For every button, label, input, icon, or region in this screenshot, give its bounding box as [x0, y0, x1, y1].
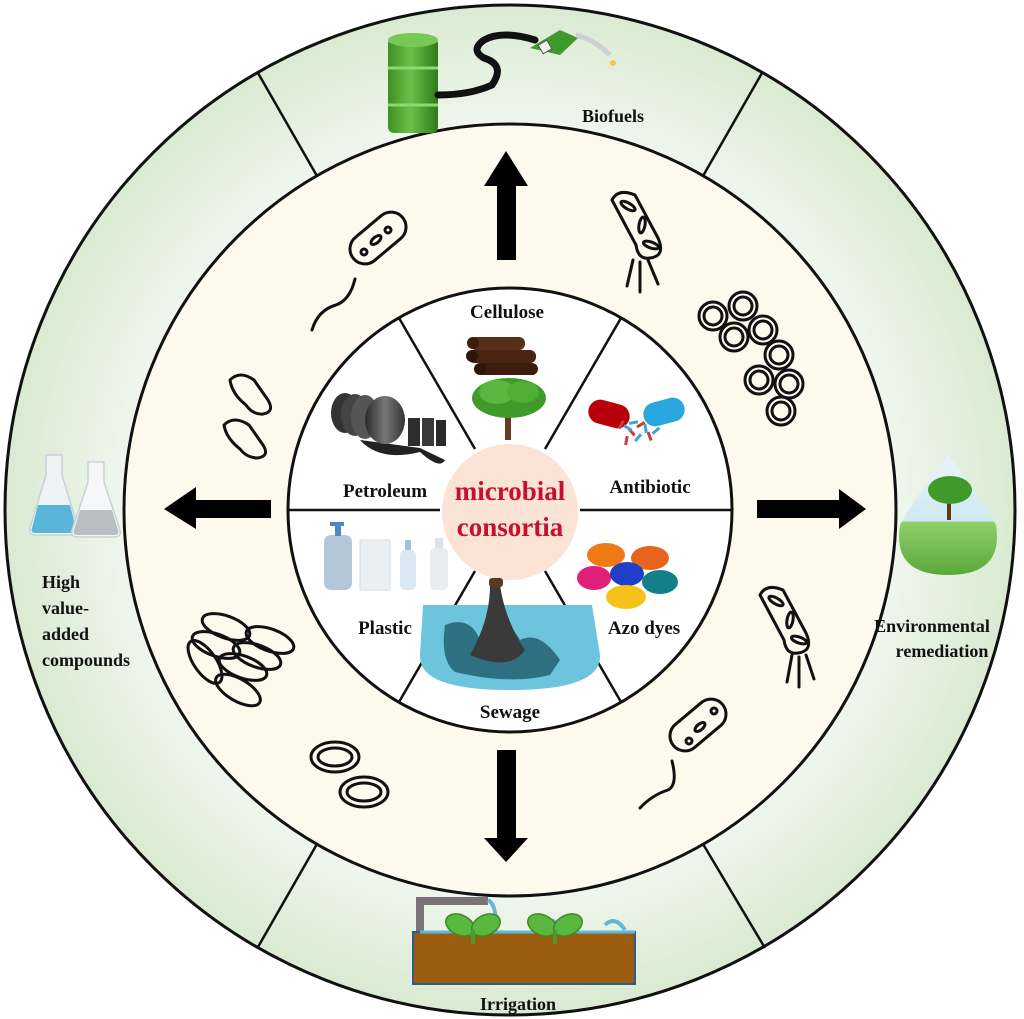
label-azo-dyes: Azo dyes	[608, 618, 680, 639]
label-compounds-line4: compounds	[42, 650, 130, 670]
divider-top-right	[701, 72, 764, 177]
application-biofuels: Biofuels	[388, 30, 644, 133]
divider-bottom-left	[256, 843, 319, 948]
divider-bottom-right	[701, 843, 767, 949]
label-antibiotic: Antibiotic	[609, 477, 690, 498]
outer-ring-dividers	[256, 72, 767, 949]
vibrio-bacteria-icon	[222, 373, 273, 460]
oval-bacteria-cluster-icon	[186, 612, 296, 708]
sector-plastic: Plastic	[324, 522, 448, 639]
application-irrigation: Irrigation	[412, 897, 636, 1014]
sector-petroleum: Petroleum	[331, 393, 446, 502]
microbes	[186, 190, 816, 810]
divider-top-left	[256, 72, 319, 177]
sector-sewage: Sewage	[419, 578, 601, 723]
center-circle	[442, 444, 578, 580]
label-environmental-line1: Environmental	[874, 616, 990, 636]
fuel-barrel-pump-icon	[388, 30, 616, 133]
label-sewage: Sewage	[480, 702, 540, 723]
arrow-up	[484, 151, 528, 260]
flasks-icon	[28, 454, 122, 538]
cocci-cluster-icon	[697, 290, 805, 427]
irrigated-seedlings-icon	[412, 897, 636, 985]
label-plastic: Plastic	[358, 618, 412, 639]
arrow-left	[164, 487, 271, 529]
label-compounds-line1: High	[42, 572, 80, 592]
flagellated-bacterium-icon	[310, 210, 408, 332]
arrow-right	[757, 489, 866, 529]
center-label-line2: consortia	[457, 512, 564, 542]
sector-antibiotic: Antibiotic	[588, 397, 691, 498]
oil-barrels-icon	[331, 393, 446, 464]
rod-bacterium-icon	[610, 190, 663, 294]
flagellated-bacterium-icon-2	[638, 697, 728, 810]
center-label-line1: microbial	[455, 476, 566, 506]
water-drop-tree-icon	[899, 455, 997, 575]
application-high-value-added-compounds: High value- added compounds	[28, 454, 130, 670]
sewage-outfall-icon	[419, 578, 601, 690]
label-biofuels: Biofuels	[582, 106, 644, 126]
arrows	[164, 151, 866, 862]
label-irrigation: Irrigation	[480, 994, 556, 1014]
label-environmental-line2: remediation	[896, 641, 989, 661]
label-compounds-line3: added	[42, 624, 89, 644]
arrow-down	[484, 750, 528, 862]
label-petroleum: Petroleum	[343, 481, 427, 502]
sector-cellulose: Cellulose	[466, 302, 546, 440]
capsule-icon	[588, 397, 685, 446]
label-cellulose: Cellulose	[470, 302, 544, 323]
logs-and-tree-icon	[466, 337, 546, 440]
rod-bacterium-icon-2	[758, 585, 816, 689]
label-compounds-line2: value-	[42, 598, 89, 618]
ring-cells-icon	[309, 740, 390, 809]
divider-upper-left	[397, 317, 477, 450]
application-environmental-remediation: Environmental remediation	[874, 455, 997, 661]
sector-azo-dyes: Azo dyes	[577, 543, 680, 639]
divider-upper-right	[543, 317, 623, 450]
dye-powder-icon	[577, 543, 678, 609]
plastic-bottles-icon	[324, 522, 448, 591]
